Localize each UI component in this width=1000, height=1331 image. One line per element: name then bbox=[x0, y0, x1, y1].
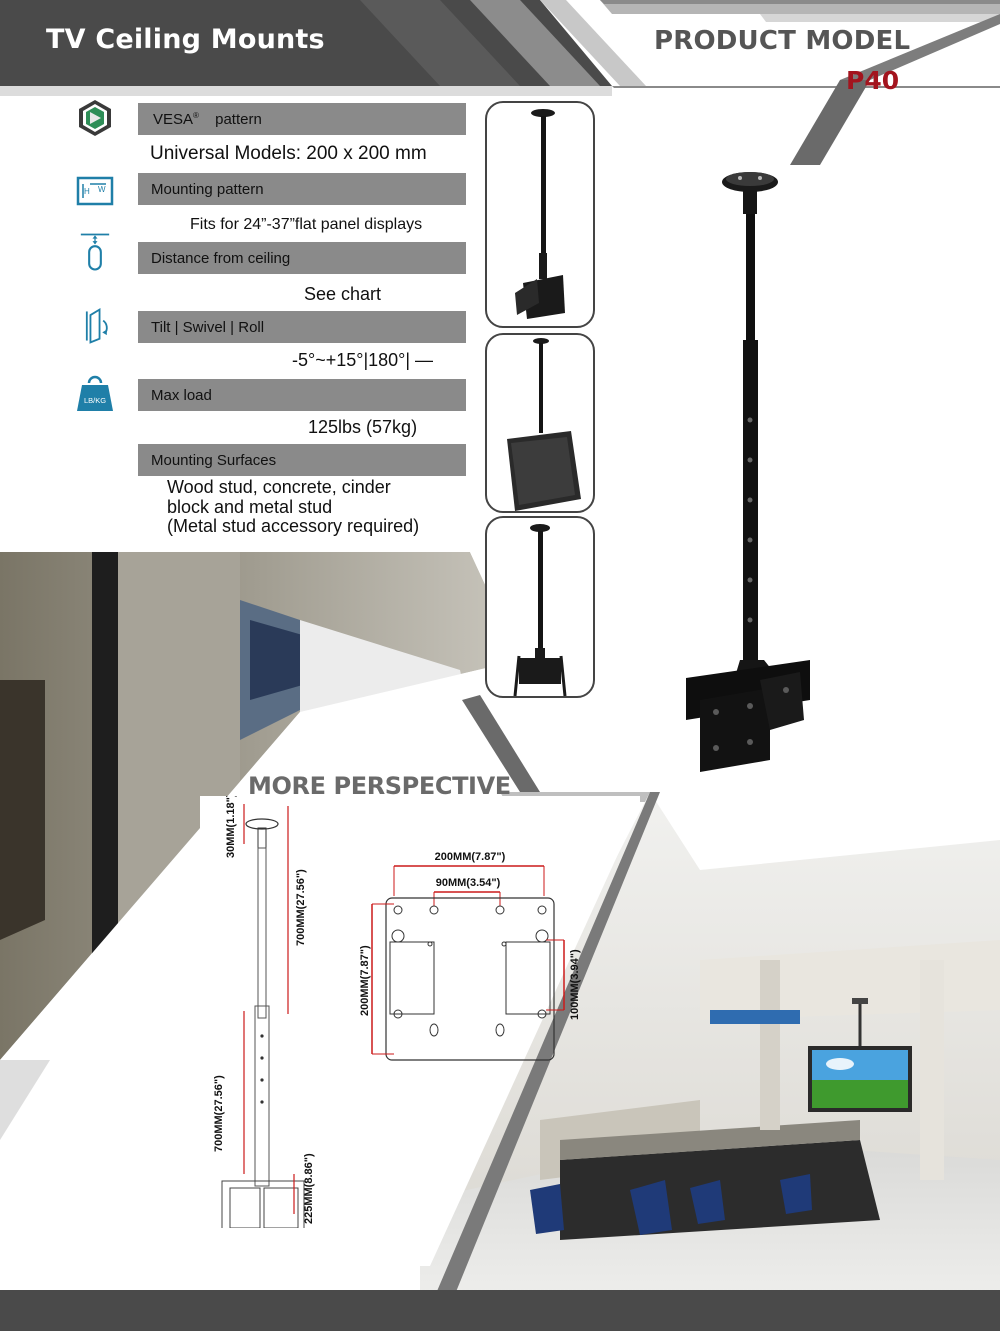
spec-bar-mounting: Mounting pattern bbox=[138, 173, 466, 205]
spec-bar-tilt: Tilt | Swivel | Roll bbox=[138, 311, 466, 343]
product-model-code: P40 bbox=[846, 66, 900, 95]
surfaces-line: block and metal stud bbox=[167, 496, 333, 517]
surfaces-line: Wood stud, concrete, cinder bbox=[167, 477, 391, 497]
plate-dim-outer-width: 200MM(7.87") bbox=[435, 851, 506, 863]
product-thumb-1 bbox=[515, 109, 565, 319]
header-background bbox=[0, 0, 1000, 165]
product-thumb-2 bbox=[507, 338, 581, 511]
pole-dim-upper-tube: 700MM(27.56") bbox=[295, 869, 307, 946]
product-thumb-3 bbox=[513, 524, 567, 697]
spec-label-tilt: Tilt | Swivel | Roll bbox=[151, 319, 265, 336]
spec-bar-vesa: VESA® pattern bbox=[138, 103, 466, 135]
svg-text:W: W bbox=[98, 185, 106, 194]
main-product-image bbox=[686, 172, 810, 772]
spec-value-distance: See chart bbox=[304, 284, 382, 304]
diagram-panel bbox=[200, 796, 640, 1266]
vesa-badge-icon bbox=[79, 100, 111, 136]
plate-dim-inner-width: 90MM(3.54") bbox=[436, 877, 501, 889]
section-title-perspective: MORE PERSPECTIVE bbox=[248, 772, 511, 800]
spec-label-load: Max load bbox=[151, 387, 212, 404]
spec-value-mounting: Fits for 24”-37”flat panel displays bbox=[190, 216, 423, 233]
pole-dim-lower-tube: 700MM(27.56") bbox=[213, 1075, 225, 1152]
spec-bar-surfaces: Mounting Surfaces bbox=[138, 444, 466, 476]
spec-label-distance: Distance from ceiling bbox=[151, 250, 291, 267]
product-photo-3 bbox=[485, 516, 595, 698]
spec-value-surfaces: Wood stud, concrete, cinder block and me… bbox=[167, 477, 420, 537]
vesa-plate-diagram: 200MM(7.87") 90MM(3.54") 200MM(7.87") 10… bbox=[359, 851, 581, 1061]
spec-label-surfaces: Mounting Surfaces bbox=[151, 452, 277, 469]
page-title: TV Ceiling Mounts bbox=[46, 24, 325, 55]
svg-text:H: H bbox=[84, 187, 90, 196]
surfaces-line: (Metal stud accessory required) bbox=[167, 516, 420, 536]
product-photo-1 bbox=[485, 101, 595, 328]
tilt-swivel-icon bbox=[85, 308, 108, 344]
spec-label-vesa-suffix: pattern bbox=[215, 111, 262, 128]
spec-value-tilt: -5°~+15°|180°| — bbox=[292, 350, 434, 370]
spec-label-mounting: Mounting pattern bbox=[151, 181, 264, 198]
product-photo-2 bbox=[485, 333, 595, 513]
spec-bar-distance: Distance from ceiling bbox=[138, 242, 466, 274]
registered-mark: ® bbox=[193, 111, 199, 120]
product-model-label: PRODUCT MODEL bbox=[654, 26, 911, 56]
pole-dim-top-plate: 30MM(1.18") bbox=[225, 796, 237, 858]
pole-dimension-diagram: 30MM(1.18") 700MM(27.56") 700MM(27.56") … bbox=[213, 796, 315, 1228]
weight-icon-text: LB/KG bbox=[84, 396, 106, 405]
spec-label-vesa: VESA bbox=[153, 111, 194, 128]
lobby-photo bbox=[420, 792, 1000, 1331]
spec-value-vesa: Universal Models: 200 x 200 mm bbox=[150, 143, 427, 164]
footer-band bbox=[0, 1290, 1000, 1331]
pole-dim-bracket: 225MM(8.86") bbox=[303, 1153, 315, 1224]
hw-dimensions-icon: H W bbox=[76, 176, 114, 206]
spec-value-load: 125lbs (57kg) bbox=[308, 417, 418, 437]
plate-dim-outer-height: 200MM(7.87") bbox=[359, 945, 371, 1016]
ceiling-distance-icon bbox=[80, 233, 110, 271]
spec-bar-load: Max load bbox=[138, 379, 466, 411]
plate-dim-inner-height: 100MM(3.94") bbox=[569, 949, 581, 1020]
weight-icon: LB/KG bbox=[77, 375, 113, 411]
